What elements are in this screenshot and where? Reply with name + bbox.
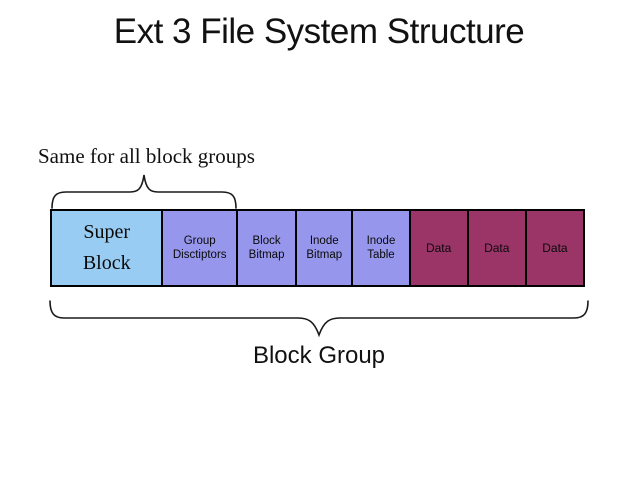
bottom-brace-label: Block Group <box>252 342 386 369</box>
block-inode-bitmap-label: Inode Bitmap <box>306 234 343 261</box>
block-data-2: Data <box>466 211 525 285</box>
top-brace-label: Same for all block groups <box>38 144 255 168</box>
block-group-descriptors-label: Group Disctiptors <box>172 234 227 261</box>
block-data-1: Data <box>408 211 467 285</box>
block-data-3-label: Data <box>542 241 568 255</box>
block-data-2-label: Data <box>484 241 510 255</box>
block-data-3: Data <box>524 211 584 285</box>
block-inode-bitmap: Inode Bitmap <box>295 211 352 285</box>
block-group-row: Super Block Group Disctiptors Block Bitm… <box>50 209 585 287</box>
block-block-bitmap: Block Bitmap <box>236 211 296 285</box>
block-block-bitmap-label: Block Bitmap <box>248 234 285 261</box>
block-super-block-label: Super Block <box>82 221 131 274</box>
block-super-block: Super Block <box>52 211 162 285</box>
block-data-1-label: Data <box>425 241 452 255</box>
block-group-descriptors: Group Disctiptors <box>161 211 237 285</box>
block-inode-table-label: Inode Table <box>366 234 396 261</box>
top-brace <box>51 174 237 209</box>
page-title: Ext 3 File System Structure <box>113 12 525 51</box>
block-inode-table: Inode Table <box>351 211 409 285</box>
bottom-brace <box>49 300 589 338</box>
